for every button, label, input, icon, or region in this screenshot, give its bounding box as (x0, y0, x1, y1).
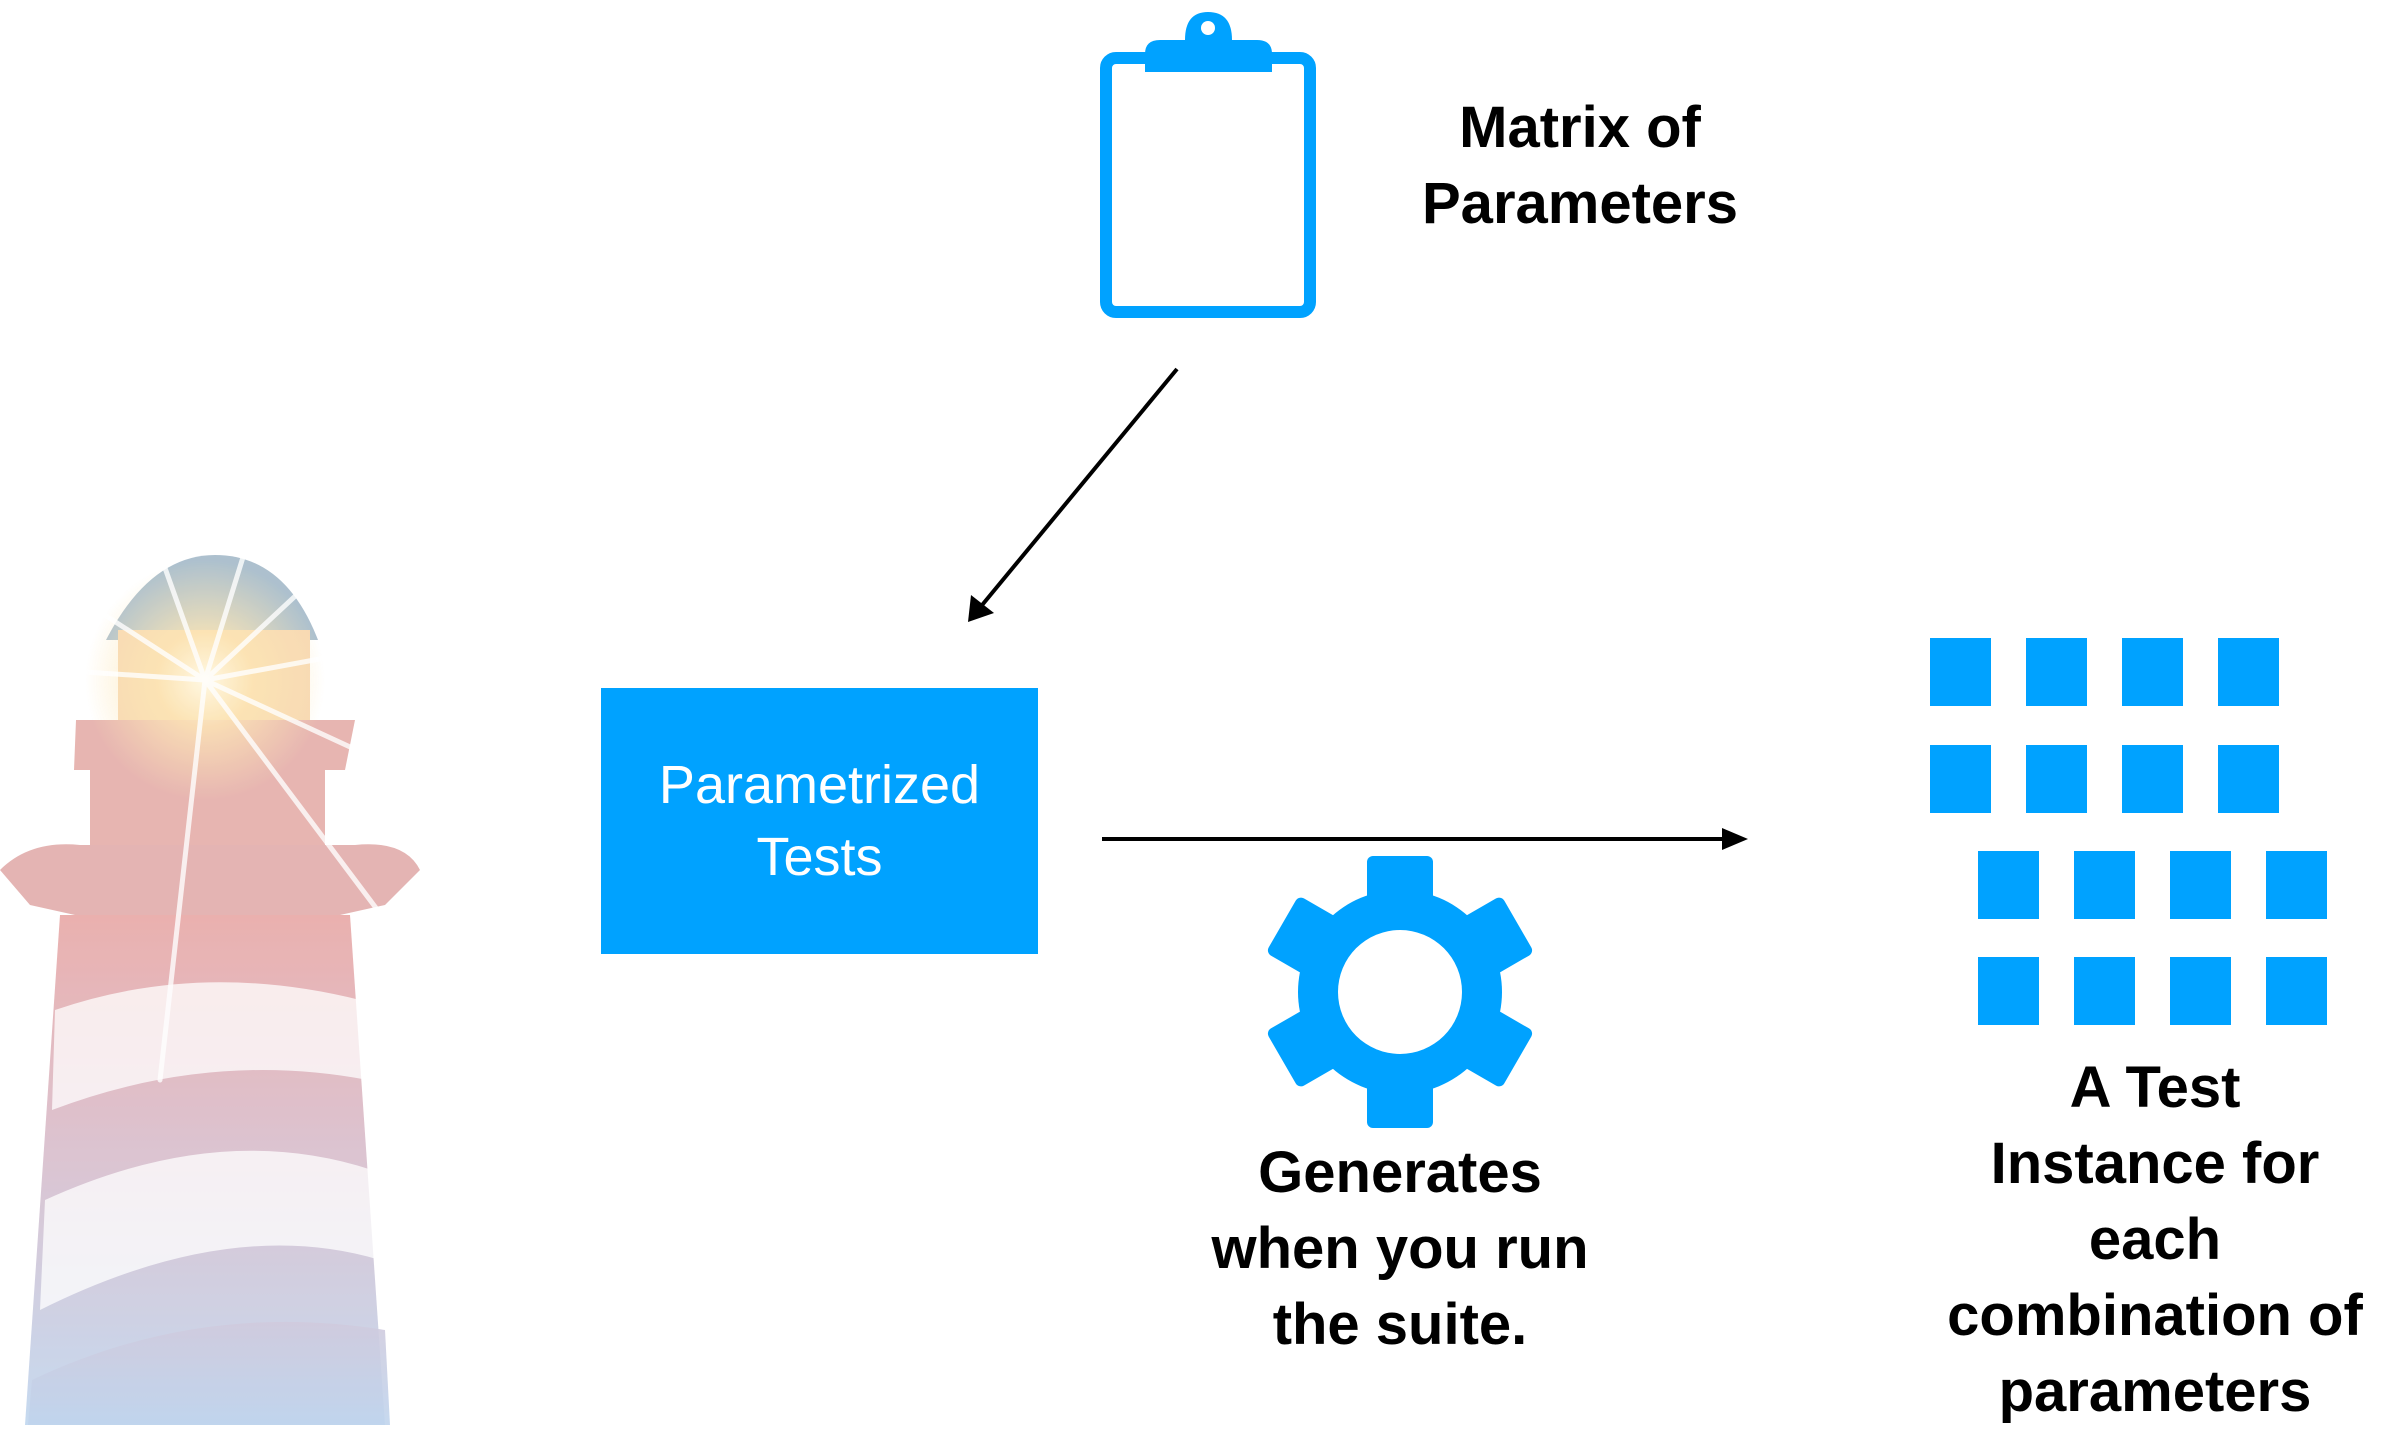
matrix-label-line: Matrix of (1459, 95, 1701, 160)
generates-label-line: Generates (1258, 1140, 1542, 1205)
test-instance-square (2122, 745, 2183, 813)
matrix-of-parameters-label: Matrix of Parameters (1330, 90, 1830, 242)
generates-label-line: when you run (1211, 1216, 1589, 1281)
edge-matrix-to-tests (968, 367, 1179, 622)
gear-icon (1267, 856, 1533, 1128)
matrix-label-line: Parameters (1422, 171, 1738, 236)
test-instance-square (2266, 851, 2327, 919)
parametrized-tests-box: Parametrized Tests (601, 688, 1038, 954)
test-instance-square (2266, 957, 2327, 1025)
test-instance-square (2218, 638, 2279, 706)
instances-label-line: each (2088, 1207, 2222, 1272)
parametrized-tests-label-line: Tests (756, 827, 883, 887)
test-instance-square (1978, 851, 2039, 919)
test-instance-square (2026, 638, 2087, 706)
test-instances-label: A Test Instance for each combination of … (1880, 1050, 2401, 1430)
test-instance-square (2074, 957, 2135, 1025)
test-instance-square (2170, 957, 2231, 1025)
instances-label-line: combination of (1947, 1283, 2363, 1348)
instances-label-line: Instance for (1990, 1131, 2320, 1196)
parametrized-tests-label-line: Parametrized (658, 755, 981, 815)
test-instance-square (1978, 957, 2039, 1025)
test-instance-square (2026, 745, 2087, 813)
clipboard-icon (1100, 12, 1316, 318)
test-instance-square (1930, 745, 1991, 813)
test-instance-square (2170, 851, 2231, 919)
test-instance-square (2074, 851, 2135, 919)
test-instance-square (1930, 638, 1991, 706)
instances-label-line: A Test (2069, 1055, 2241, 1120)
instances-label-line: parameters (1998, 1359, 2312, 1424)
generates-label-line: the suite. (1272, 1292, 1528, 1357)
test-instance-square (2122, 638, 2183, 706)
edge-tests-to-instances (1102, 828, 1748, 850)
generates-label: Generates when you run the suite. (1100, 1135, 1700, 1363)
test-instance-square (2218, 745, 2279, 813)
